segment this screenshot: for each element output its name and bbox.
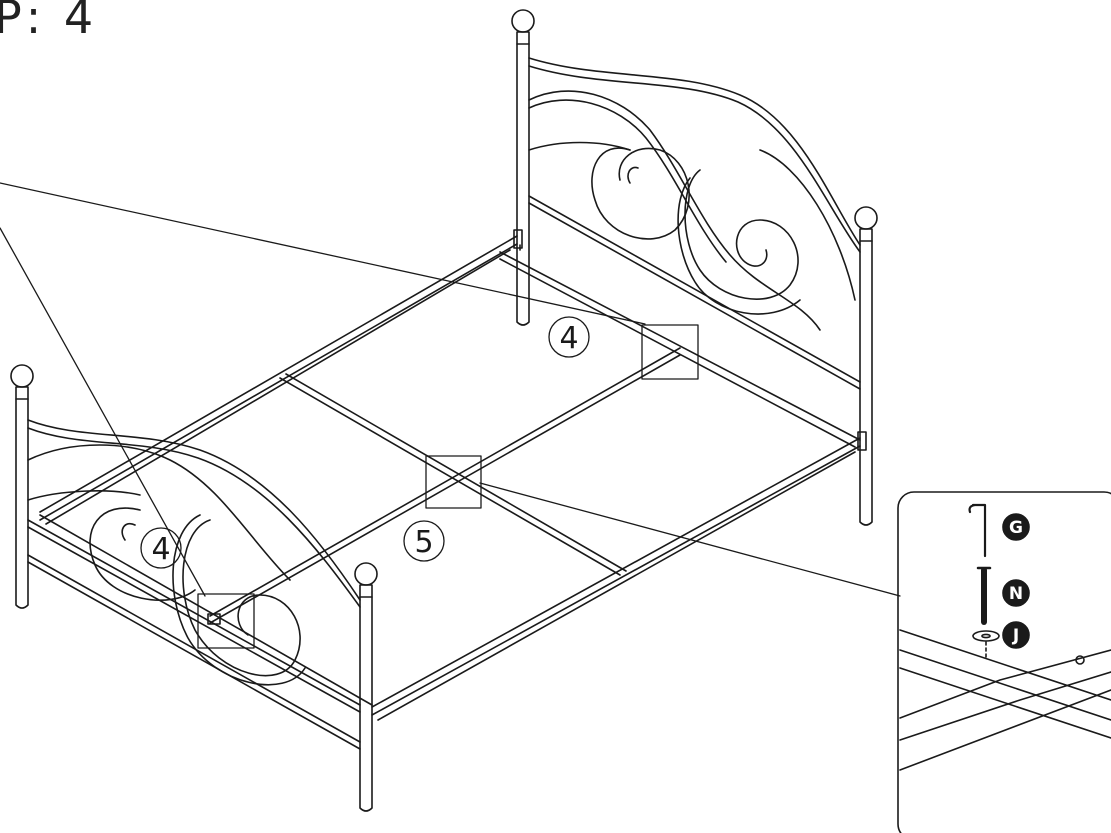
footboard-left-knob	[10, 364, 34, 388]
center-joint-box	[425, 455, 482, 509]
footboard-right-post	[359, 596, 373, 812]
allen-key-icon	[968, 503, 987, 558]
detail-panel-frame	[897, 491, 1111, 833]
headboard-right-knob	[854, 206, 878, 230]
footboard	[10, 364, 378, 812]
rear-joint-callout	[548, 316, 590, 358]
callout-markers	[0, 182, 901, 649]
headboard-left-knob	[511, 9, 535, 33]
rear-joint-label: 4	[559, 321, 578, 356]
front-joint-label: 4	[151, 532, 170, 567]
front-joint-box	[197, 593, 255, 649]
front-joint-callout	[140, 527, 182, 569]
center-joint-callout	[403, 520, 445, 562]
leader-line-front	[0, 227, 206, 597]
step-title: P: 4	[0, 0, 98, 44]
washer-icon	[972, 630, 1000, 642]
part-G-badge	[1002, 513, 1030, 541]
headboard	[511, 9, 878, 526]
part-N-badge	[1002, 579, 1030, 607]
part-N-label: N	[1009, 584, 1023, 604]
part-J-badge	[1002, 621, 1030, 649]
headboard-right-post	[859, 240, 873, 526]
headboard-left-post	[516, 43, 530, 326]
part-G-label: G	[1009, 518, 1023, 538]
footboard-right-knob	[354, 562, 378, 586]
part-J-label: J	[1012, 626, 1019, 646]
leader-line-center	[479, 482, 901, 597]
center-joint-label: 5	[414, 525, 433, 560]
rear-joint-box	[641, 324, 699, 380]
bed-rails	[39, 229, 867, 721]
footboard-left-post	[15, 398, 29, 609]
leader-line-rear	[0, 182, 646, 325]
detail-panel	[897, 491, 1111, 833]
